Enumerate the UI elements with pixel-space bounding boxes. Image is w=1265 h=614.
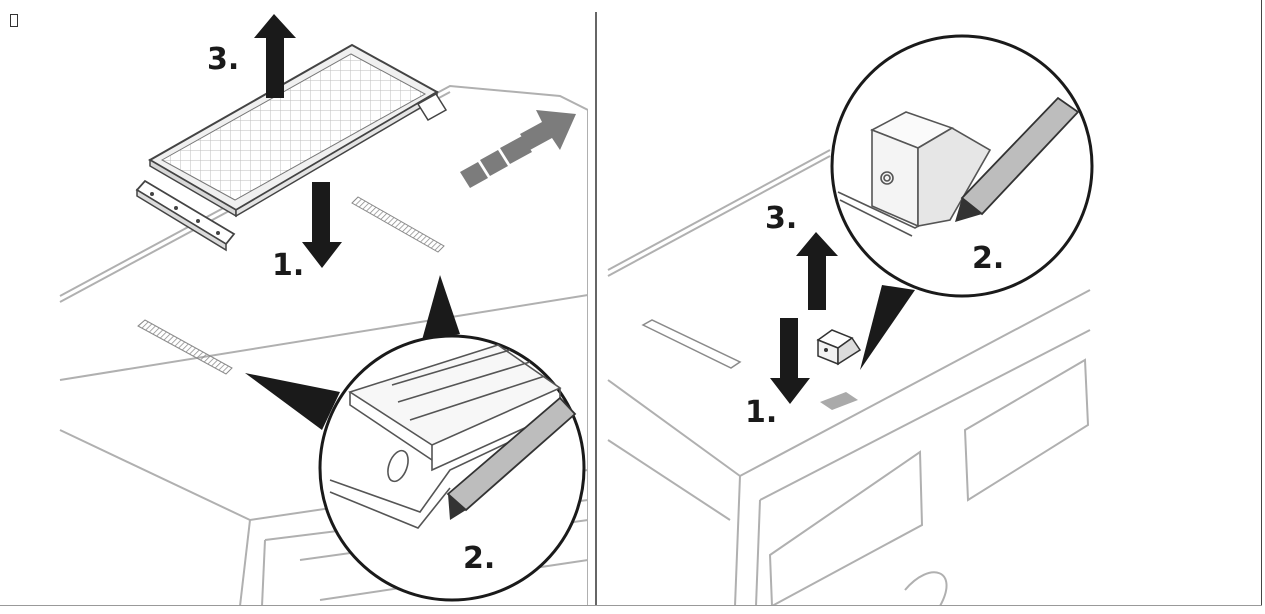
frame-edge-bottom: [0, 605, 1262, 606]
zoom-detail-circle: [830, 34, 1094, 298]
missing-glyph-icon: [10, 14, 18, 27]
step-label: 1.: [745, 395, 777, 430]
appliance-body: [607, 149, 1091, 606]
frame-rail: [135, 179, 236, 252]
callout-pointer: [422, 275, 460, 340]
slide-arrow-icon: [460, 110, 576, 188]
mounting-block: [816, 329, 862, 366]
callout-pointer: [245, 373, 340, 430]
arrow-down-icon: [302, 182, 342, 268]
step-label: 1.: [272, 248, 304, 283]
arrow-down-icon: [770, 318, 810, 404]
step-label: 2.: [972, 241, 1004, 276]
zoom-detail-circle: [318, 334, 586, 602]
arrow-up-icon: [254, 14, 296, 98]
step-label: 3.: [207, 42, 239, 77]
right-panel: 3. 1. 2.: [607, 34, 1094, 606]
callout-pointer: [860, 285, 915, 370]
left-panel: 3. 1. 2.: [59, 14, 588, 606]
step-label: 3.: [765, 201, 797, 236]
step-label: 2.: [463, 541, 495, 576]
arrow-up-icon: [796, 232, 838, 310]
filter-cartridge: [147, 43, 448, 218]
frame-edge-right: [1261, 0, 1262, 606]
slot-mark: [641, 319, 742, 369]
slot-marks: [137, 196, 445, 375]
slot-mark: [820, 392, 858, 410]
